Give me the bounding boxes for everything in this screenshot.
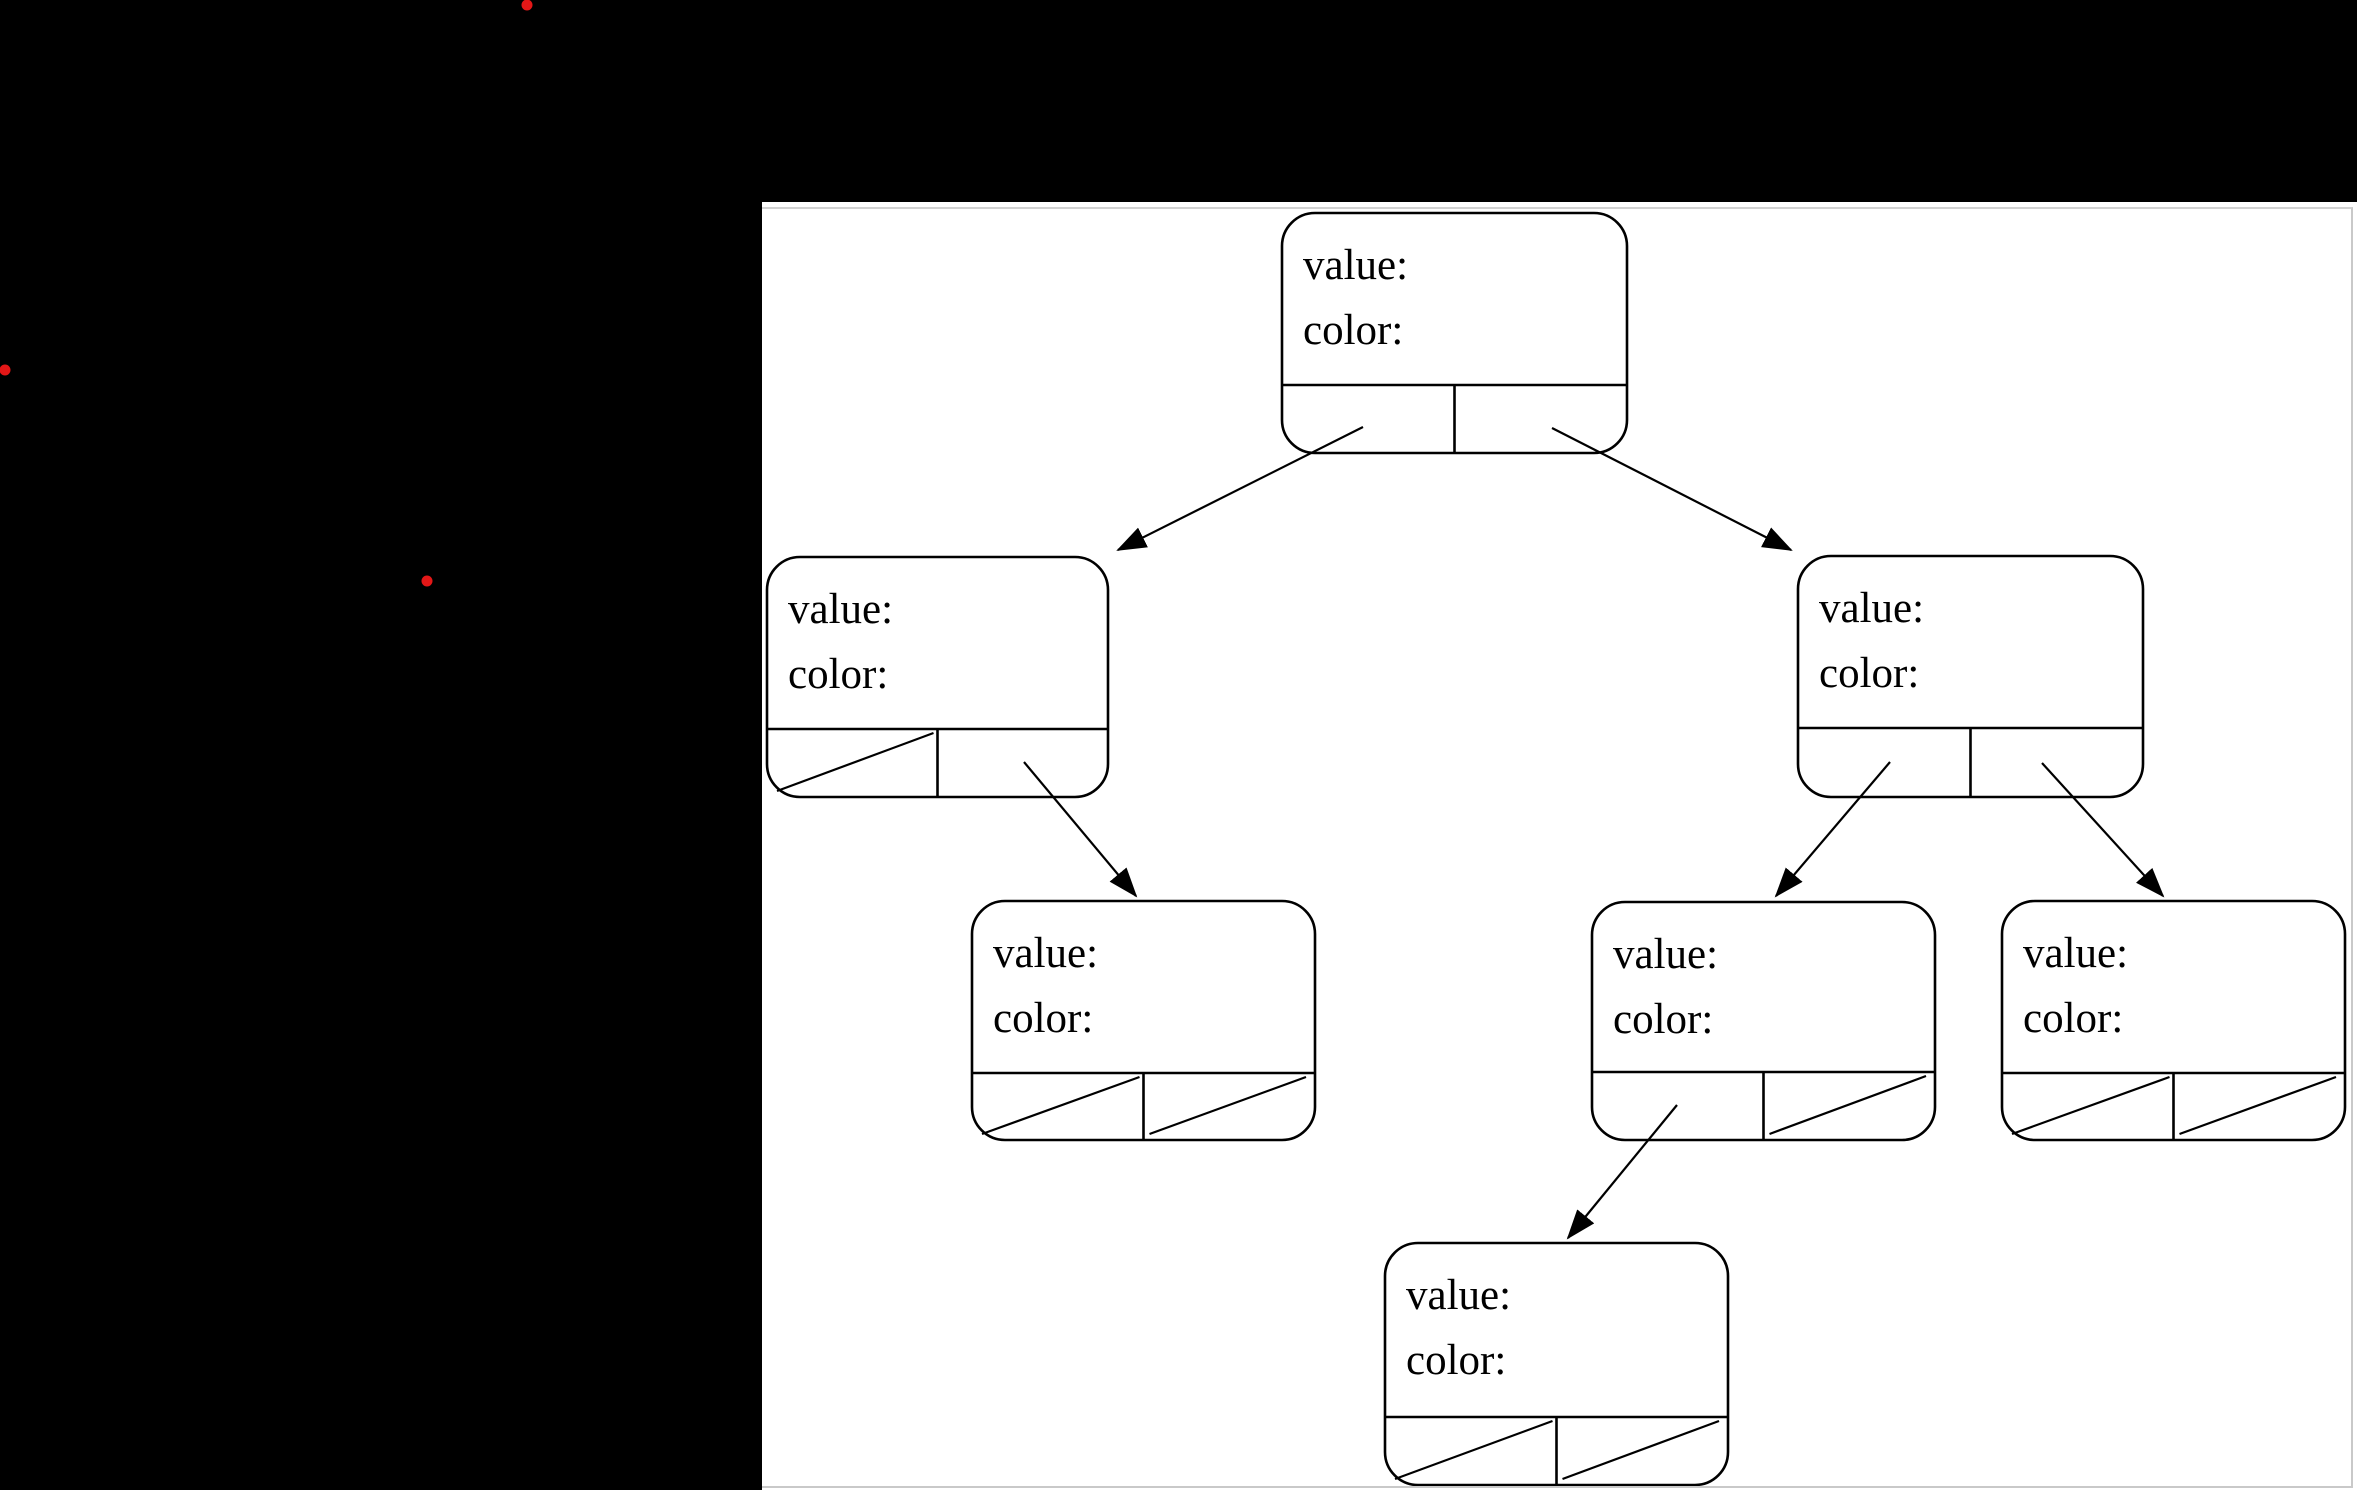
- null-left-pointer-slash: [2011, 1075, 2170, 1136]
- node-label-value: value:: [1406, 1272, 1511, 1319]
- null-right-pointer-slash: [1149, 1075, 1307, 1136]
- tree-node-right-right-grandchild: value: color:: [2000, 899, 2347, 1142]
- node-label-value: value:: [1303, 242, 1408, 289]
- null-left-pointer-slash: [1394, 1419, 1553, 1481]
- root-left-pointer-arrow: [1116, 426, 1364, 551]
- tree-node-right-left-left-greatgrandchild: value: color:: [1383, 1241, 1730, 1487]
- click-marker-dot-2: [0, 364, 11, 376]
- tree-node-left-child: value: color:: [765, 555, 1110, 799]
- null-right-pointer-slash: [2179, 1075, 2337, 1136]
- null-right-pointer-slash: [1562, 1419, 1720, 1481]
- node-label-color: color:: [1303, 307, 1403, 354]
- node-label-value: value:: [788, 586, 893, 633]
- right-child-left-pointer-arrow: [1774, 761, 1891, 898]
- tree-node-right-child: value: color:: [1796, 554, 2145, 799]
- tree-node-right-left-grandchild: value: color:: [1590, 900, 1937, 1142]
- null-left-pointer-slash: [981, 1075, 1140, 1136]
- node-label-color: color:: [1406, 1337, 1506, 1384]
- root-right-pointer-arrow: [1551, 427, 1793, 551]
- null-right-pointer-slash: [1769, 1074, 1927, 1136]
- right-left-grandchild-left-pointer-arrow: [1566, 1104, 1678, 1240]
- click-marker-dot-1: [521, 0, 533, 11]
- node-label-color: color:: [993, 995, 1093, 1042]
- node-label-color: color:: [1819, 650, 1919, 697]
- node-label-value: value:: [1613, 931, 1718, 978]
- click-marker-dot-3: [421, 575, 433, 587]
- node-label-color: color:: [1613, 996, 1713, 1043]
- node-label-color: color:: [788, 651, 888, 698]
- right-child-right-pointer-arrow: [2041, 762, 2165, 898]
- node-label-color: color:: [2023, 995, 2123, 1042]
- node-label-value: value:: [993, 930, 1098, 977]
- tree-node-root: value: color:: [1280, 211, 1629, 455]
- document-canvas-panel[interactable]: value:color:value:color:value:color:valu…: [762, 202, 2357, 1490]
- node-label-value: value:: [2023, 930, 2128, 977]
- tree-node-left-right-grandchild: value: color:: [970, 899, 1317, 1142]
- null-left-pointer-slash: [776, 731, 934, 793]
- binary-tree-diagram: value:color:value:color:value:color:valu…: [765, 211, 2347, 1487]
- left-child-right-pointer-arrow: [1023, 761, 1138, 898]
- node-label-value: value:: [1819, 585, 1924, 632]
